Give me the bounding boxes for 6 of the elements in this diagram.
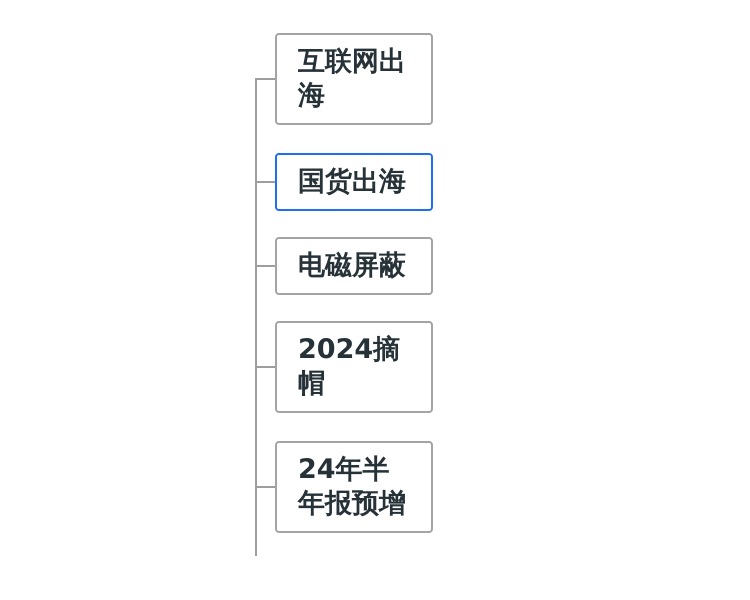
topic-box: 电磁屏蔽 [275, 237, 433, 295]
topic-box: 互联网出海 [275, 33, 433, 125]
connector-line [255, 486, 275, 556]
topic-box: 2024摘帽 [275, 321, 433, 413]
topic-box: 24年半年报预增 [275, 441, 433, 533]
topic-box: 国货出海 [275, 153, 433, 211]
